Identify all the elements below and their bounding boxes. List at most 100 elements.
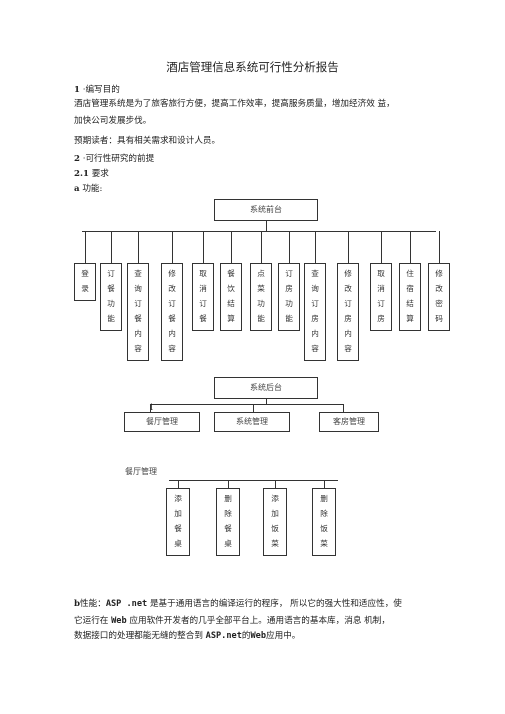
item-a-marker: a [74, 184, 80, 194]
restaurant-item-char: 添 [174, 494, 182, 503]
frontend-item-char: 容 [134, 344, 142, 353]
performance-text-3a: 数据接口的处理都能无缝的整合到 [74, 631, 203, 641]
frontend-item-char: 容 [344, 344, 352, 353]
frontend-item-char: 改 [344, 284, 352, 293]
asp-net-term-2: ASP.net [205, 631, 242, 641]
restaurant-item-box: 删除饭菜 [312, 488, 336, 556]
frontend-item-char: 住 [406, 269, 414, 278]
web-term-2: Web [250, 631, 267, 641]
section-2-1-heading: 2.1 要求 [74, 168, 109, 180]
frontend-item-box: 餐饮结算 [220, 263, 242, 331]
frontend-item-char: 菜 [257, 284, 265, 293]
restaurant-item-char: 桌 [224, 539, 232, 548]
backend-connector-2 [253, 404, 254, 412]
restaurant-item-char: 餐 [174, 524, 182, 533]
restaurant-item-connector [228, 480, 229, 488]
frontend-item-char: 算 [406, 314, 414, 323]
frontend-item-char: 订 [377, 299, 385, 308]
frontend-item-box: 点菜功能 [250, 263, 272, 331]
frontend-item-char: 餐 [107, 284, 115, 293]
frontend-root-box: 系统前台 [214, 199, 318, 221]
restaurant-item-box: 添加餐桌 [166, 488, 190, 556]
frontend-item-char: 内 [134, 329, 142, 338]
frontend-item-char: 消 [377, 284, 385, 293]
frontend-item-char: 码 [435, 314, 443, 323]
restaurant-item-char: 菜 [271, 539, 279, 548]
section-2-heading: 2 ·可行性研究的前提 [74, 153, 154, 165]
restaurant-item-char: 饭 [271, 524, 279, 533]
backend-bus-line [150, 404, 344, 405]
frontend-item-char: 订 [199, 299, 207, 308]
restaurant-bus-line [169, 480, 338, 481]
frontend-item-char: 密 [435, 299, 443, 308]
performance-text-3b: 的 [241, 631, 251, 641]
frontend-item-connector [410, 231, 411, 263]
frontend-item-box: 查询订房内容 [304, 263, 326, 361]
frontend-item-char: 取 [199, 269, 207, 278]
frontend-item-char: 修 [344, 269, 352, 278]
backend-marker: 1 [149, 403, 155, 412]
frontend-item-char: 订 [285, 269, 293, 278]
frontend-item-char: 修 [168, 269, 176, 278]
item-b-marker: b [74, 599, 81, 609]
restaurant-item-char: 餐 [224, 524, 232, 533]
section-2-title: ·可行性研究的前提 [82, 154, 155, 164]
frontend-item-char: 消 [199, 284, 207, 293]
restaurant-item-char: 添 [271, 494, 279, 503]
performance-text-3c: 应用中。 [266, 631, 301, 641]
frontend-item-char: 订 [311, 299, 319, 308]
frontend-item-char: 容 [168, 344, 176, 353]
frontend-item-char: 结 [406, 299, 414, 308]
performance-line-2: 它运行在 Web 应用软件开发者的几乎全部平台上。通用语言的基本库，消息 机制， [74, 615, 390, 627]
performance-line-3: 数据接口的处理都能无缝的整合到 ASP.net的Web应用中。 [74, 630, 300, 642]
frontend-item-char: 内 [168, 329, 176, 338]
frontend-item-char: 房 [377, 314, 385, 323]
section-2-1-number: 2.1 [74, 169, 89, 179]
document-title: 酒店管理信息系统可行性分析报告 [166, 60, 339, 74]
frontend-item-char: 房 [311, 314, 319, 323]
restaurant-item-char: 饭 [320, 524, 328, 533]
frontend-item-connector [289, 231, 290, 263]
performance-text-2b: 应用软件开发者的几乎全部平台上。通用语言的基本库，消息 机制， [129, 616, 390, 626]
frontend-item-char: 内 [311, 329, 319, 338]
section-2-1-title: 要求 [91, 169, 109, 179]
frontend-item-box: 订房功能 [278, 263, 300, 331]
frontend-item-box: 住宿结算 [399, 263, 421, 331]
frontend-item-connector [203, 231, 204, 263]
restaurant-item-char: 加 [174, 509, 182, 518]
frontend-item-char: 能 [107, 314, 115, 323]
frontend-item-char: 查 [134, 269, 142, 278]
purpose-paragraph-line-2: 加快公司发展步伐。 [74, 116, 152, 126]
restaurant-item-char: 加 [271, 509, 279, 518]
frontend-item-connector [231, 231, 232, 263]
backend-root-box: 系统后台 [214, 377, 318, 399]
frontend-item-connector [381, 231, 382, 263]
restaurant-item-connector [275, 480, 276, 488]
frontend-item-char: 房 [285, 284, 293, 293]
frontend-item-char: 订 [134, 299, 142, 308]
backend-system-box: 系统管理 [214, 412, 290, 432]
frontend-item-char: 查 [311, 269, 319, 278]
frontend-item-char: 订 [344, 299, 352, 308]
section-2-number: 2 [74, 154, 80, 164]
function-label: a 功能: [74, 183, 102, 195]
performance-text-1: 是基于通用语言的编译运行的程序， 所以它的强大性和适应性，使 [149, 599, 402, 609]
restaurant-item-char: 删 [320, 494, 328, 503]
frontend-item-char: 饮 [227, 284, 235, 293]
performance-label: 性能： [80, 599, 106, 609]
web-term: Web [111, 616, 127, 626]
restaurant-item-box: 添加饭菜 [263, 488, 287, 556]
restaurant-item-box: 删除餐桌 [216, 488, 240, 556]
frontend-item-char: 宿 [406, 284, 414, 293]
frontend-item-connector [85, 231, 86, 263]
frontend-item-char: 功 [285, 299, 293, 308]
frontend-item-char: 询 [134, 284, 142, 293]
frontend-item-char: 餐 [168, 314, 176, 323]
backend-root-connector [266, 399, 267, 404]
backend-rooms-box: 客房管理 [319, 412, 379, 432]
restaurant-label: 餐厅管理 [125, 467, 157, 476]
item-a-text: 功能: [82, 184, 103, 194]
restaurant-item-char: 除 [320, 509, 328, 518]
frontend-item-box: 修改订餐内容 [161, 263, 183, 361]
performance-line-1: b性能：ASP .net 是基于通用语言的编译运行的程序， 所以它的强大性和适应… [74, 598, 402, 610]
